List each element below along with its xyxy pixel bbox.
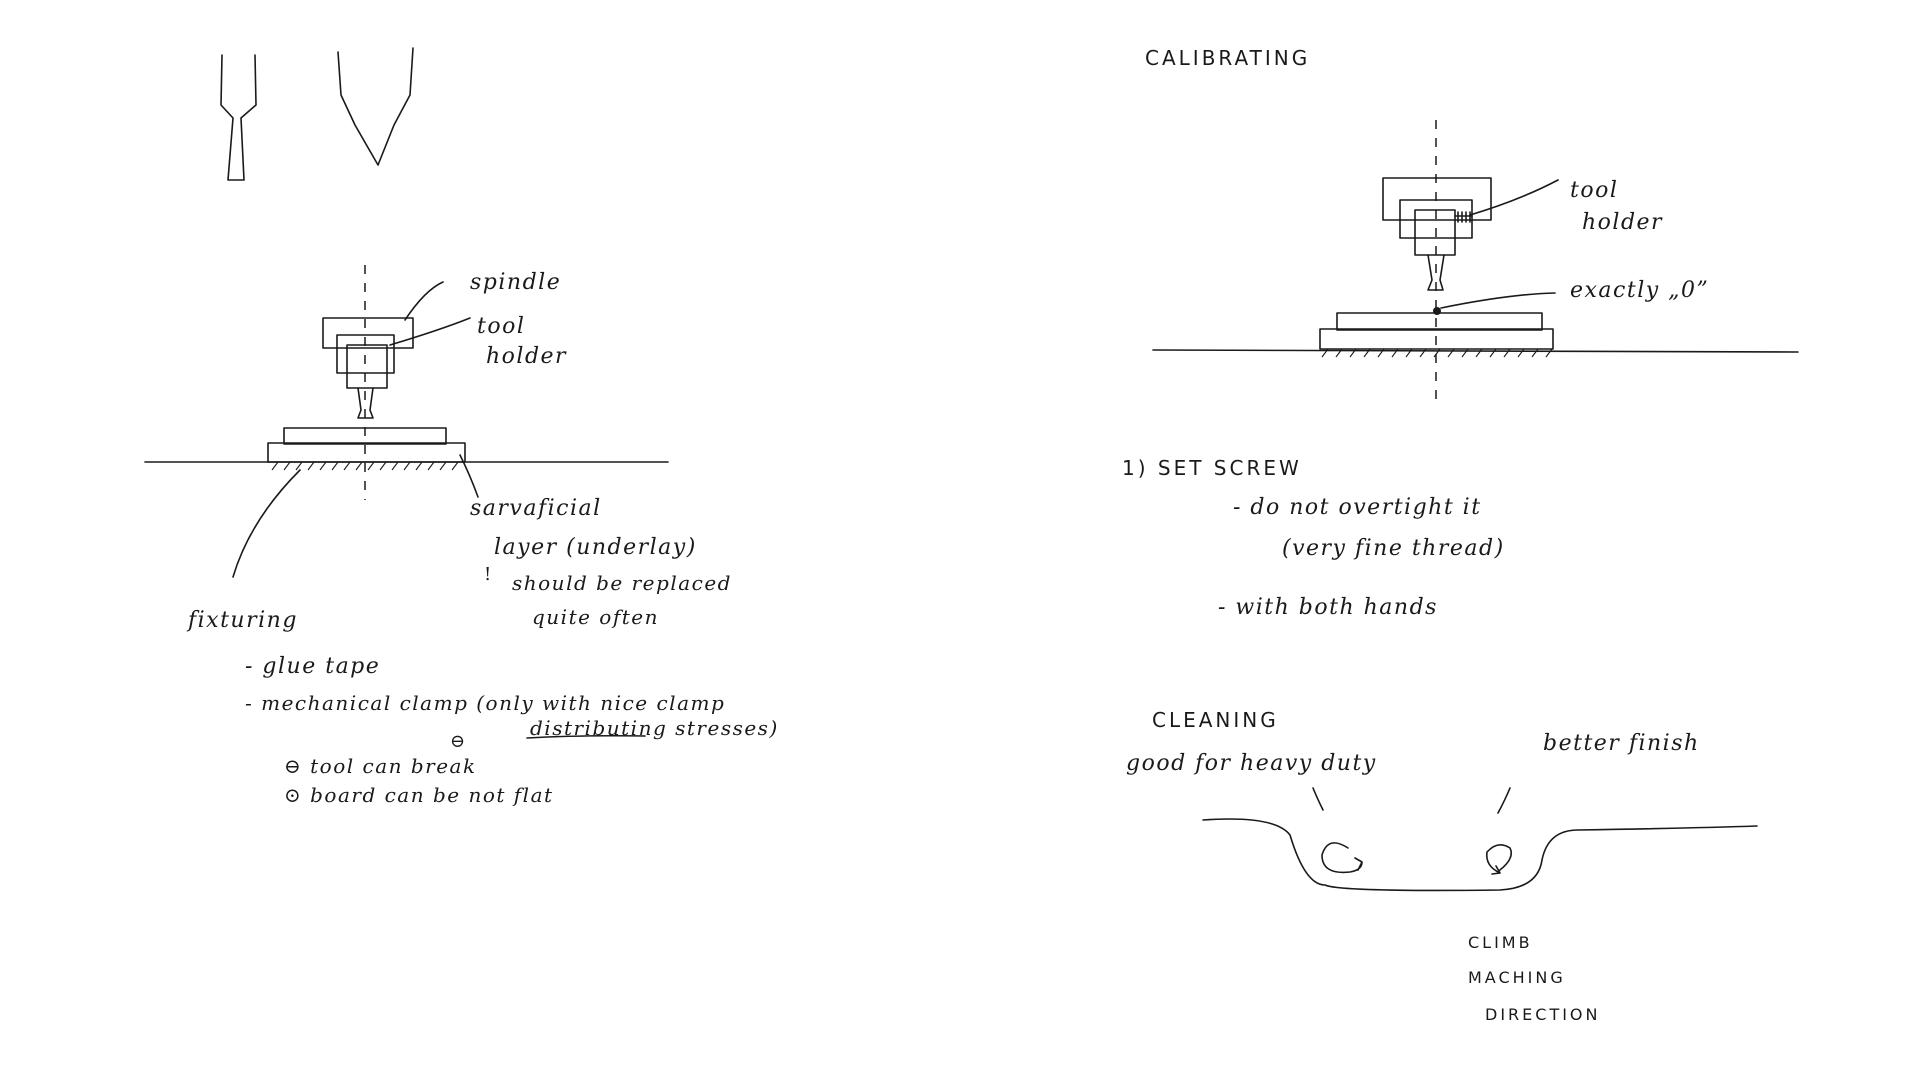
step-fine-thread: (very fine thread) — [1282, 538, 1505, 560]
exactly-zero-label: exactly „0” — [1570, 280, 1709, 302]
con-tool-can-break: ⊖ tool can break — [284, 756, 477, 776]
spindle-label: spindle — [470, 272, 561, 294]
con-board-not-flat: ⊙ board can be not flat — [284, 785, 554, 805]
sacrificial-layer-label-line2: layer (underlay) — [494, 537, 697, 559]
calibrate-tool-holder-line2: holder — [1582, 212, 1663, 234]
zero-point-marker — [1433, 307, 1441, 315]
climb-label-line1: CLIMB — [1468, 935, 1533, 951]
fixturing-bullet-glue-tape: - glue tape — [245, 656, 380, 678]
fixturing-bullet-clamp: - mechanical clamp (only with nice clamp — [245, 693, 725, 713]
step-both-hands: - with both hands — [1218, 597, 1438, 619]
calibrating-diagram — [1153, 120, 1798, 400]
tool-holder-label-line1: tool — [477, 316, 525, 338]
replace-note-line1: should be replaced — [512, 573, 732, 593]
v-bit-outline — [338, 48, 413, 165]
sacrificial-layer-label-line1: sarvaficial — [470, 498, 602, 520]
better-finish-label: better finish — [1543, 733, 1700, 755]
cleaning-diagram — [1203, 788, 1757, 890]
fixturing-bullet-clamp-cont: distributing stresses) — [530, 718, 779, 738]
tool-tip-shapes — [221, 48, 413, 180]
calibrate-tool-holder-line1: tool — [1570, 180, 1618, 202]
cut-profile — [1203, 819, 1757, 890]
minus-circle-icon: ⊖ — [450, 733, 467, 751]
climb-rotation-arrow — [1487, 845, 1511, 874]
step-set-screw: 1) SET SCREW — [1122, 458, 1302, 478]
fixturing-heading: fixturing — [188, 610, 298, 632]
tool-holder-label-line2: holder — [486, 346, 567, 368]
climb-label-line2: MACHING — [1468, 970, 1566, 986]
conventional-rotation-arrow — [1322, 843, 1362, 873]
warning-icon: ! — [484, 566, 493, 584]
heavy-duty-label: good for heavy duty — [1126, 753, 1377, 775]
step-do-not-overtight: - do not overtight it — [1233, 497, 1482, 519]
replace-note-line2: quite often — [532, 607, 659, 627]
cleaning-title: CLEANING — [1152, 710, 1279, 730]
climb-label-line3: DIRECTION — [1485, 1007, 1601, 1023]
calibrating-title: CALIBRATING — [1145, 48, 1310, 68]
straight-bit-outline — [221, 55, 256, 180]
